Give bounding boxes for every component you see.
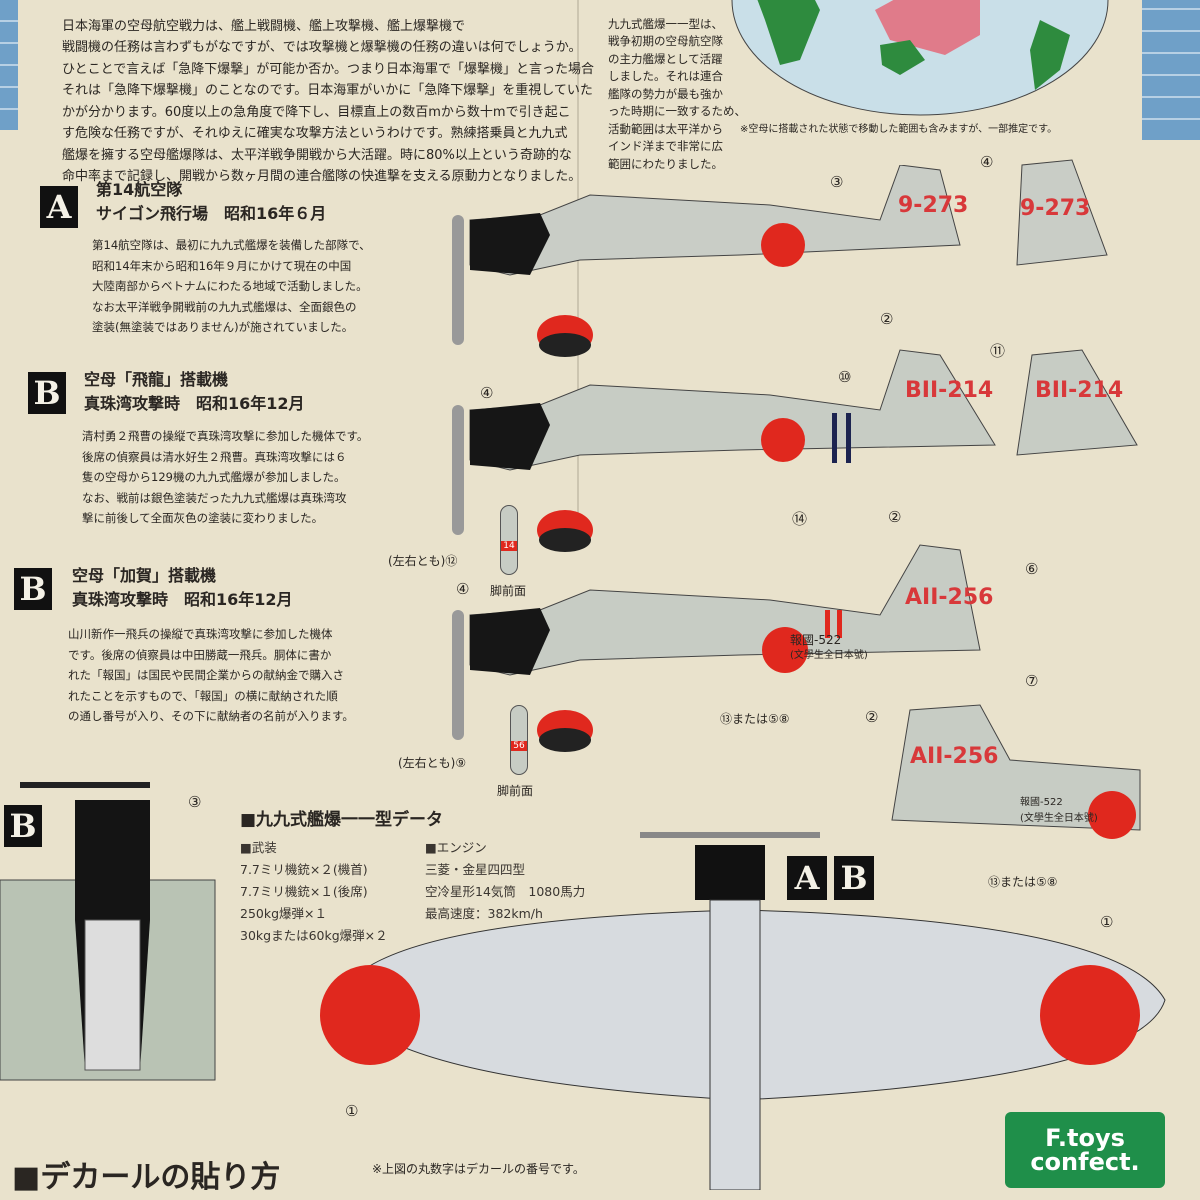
ftoys-logo: F.toys confect. [1005,1112,1165,1188]
section-a-body: 第14航空隊は、最初に九九式艦爆を装備した部隊で、昭和14年末から昭和16年９月… [92,238,371,334]
intro-text: 日本海軍の空母航空戦力は、艦上戦闘機、艦上攻撃機、艦上爆撃機で戦闘機の任務は言わ… [62,18,594,185]
callout-2: ② [865,708,879,726]
callout-1: ① [345,1102,359,1120]
callout-12: (左右とも)⑫ [388,554,458,568]
callout-10: ⑩ [838,368,852,386]
section-badge-b-hiryu: B [28,372,66,414]
callout-13-5-8: ⑬または⑤⑧ [720,712,790,726]
aircraft-planform-bottom [320,832,1166,1190]
callout-14: ⑭ [792,510,808,528]
tail-code-hiryu: BII-214 [905,378,994,403]
callout-1: ① [1100,913,1114,931]
callout-6: ⑥ [1025,560,1039,578]
aircraft-side-view-kaga [452,544,981,752]
planform-badge-b: B [834,856,874,900]
callout-2: ② [888,508,902,526]
callout-2: ② [880,310,894,328]
bomb-hiryu: 14 [500,505,518,575]
aircraft-side-view-a [452,165,961,357]
operational-range [875,0,980,55]
right-edge-strip [1142,0,1200,140]
section-a-title: 第14航空隊サイゴン飛行場 昭和16年６月 [96,180,327,223]
map-description: 九九式艦爆一一型は、戦争初期の空母航空隊の主力艦爆として活躍しました。それは連合… [608,16,746,171]
bomb-kaga: 56 [510,705,528,775]
leg-front-label: 脚前面 [490,584,527,598]
aircraft-side-view-hiryu [452,349,996,552]
leg-front-label: 脚前面 [497,784,534,798]
engine-specs: ■エンジン三菱・金星四四型空冷星形14気筒 1080馬力最高速度：382km/h [425,840,586,921]
hokoku-marking-tail: 報國-522(文學生全日本號) [1020,797,1098,824]
section-badge-a: A [40,186,78,228]
tail-code-kaga: AII-256 [905,585,994,610]
section-b-hiryu-body: 清村勇２飛曹の操縦で真珠湾攻撃に参加した機体です。後席の偵察員は清水好生２飛曹。… [82,429,369,525]
tail-code-a: 9-273 [898,193,969,218]
africa [757,0,820,65]
callout-13-5-8: ⑬または⑤⑧ [988,875,1058,889]
callout-4: ④ [480,384,494,402]
callout-7: ⑦ [1025,672,1039,690]
left-edge-strip [0,0,18,130]
tail-code-kaga-right: AII-256 [910,744,999,769]
callout-3: ③ [830,173,844,191]
data-heading: ■九九式艦爆一一型データ [240,810,444,830]
tail-view-hiryu [1016,349,1138,456]
aircraft-top-view [0,782,216,1081]
callout-4: ④ [980,153,994,171]
section-b-kaga-body: 山川新作一飛兵の操縦で真珠湾攻撃に参加した機体です。後席の偵察員は中田勝蔵一飛兵… [68,627,354,723]
top-view-badge-b: B [4,805,42,847]
planform-badge-a: A [787,856,827,900]
section-badge-b-kaga: B [14,568,52,610]
map-note: ※空母に搭載された状態で移動した範囲も含みますが、一部推定です。 [740,124,1058,135]
section-b-kaga-title: 空母「加賀」搭載機真珠湾攻撃時 昭和16年12月 [72,566,293,609]
callout-11: ⑪ [990,342,1006,360]
callout-3: ③ [188,793,202,811]
hokoku-marking: 報國-522(文學生全日本號) [790,633,868,661]
tail-code-hiryu-right: BII-214 [1035,378,1124,403]
tail-code-a-right: 9-273 [1020,196,1091,221]
callout-4: ④ [456,580,470,598]
world-map [731,0,1109,116]
decal-instructions-heading: ■デカールの貼り方 [12,1160,281,1195]
fold-line [577,0,579,540]
decal-note: ※上図の丸数字はデカールの番号です。 [372,1162,585,1176]
section-b-hiryu-title: 空母「飛龍」搭載機真珠湾攻撃時 昭和16年12月 [84,370,305,413]
callout-9: (左右とも)⑨ [398,756,467,770]
